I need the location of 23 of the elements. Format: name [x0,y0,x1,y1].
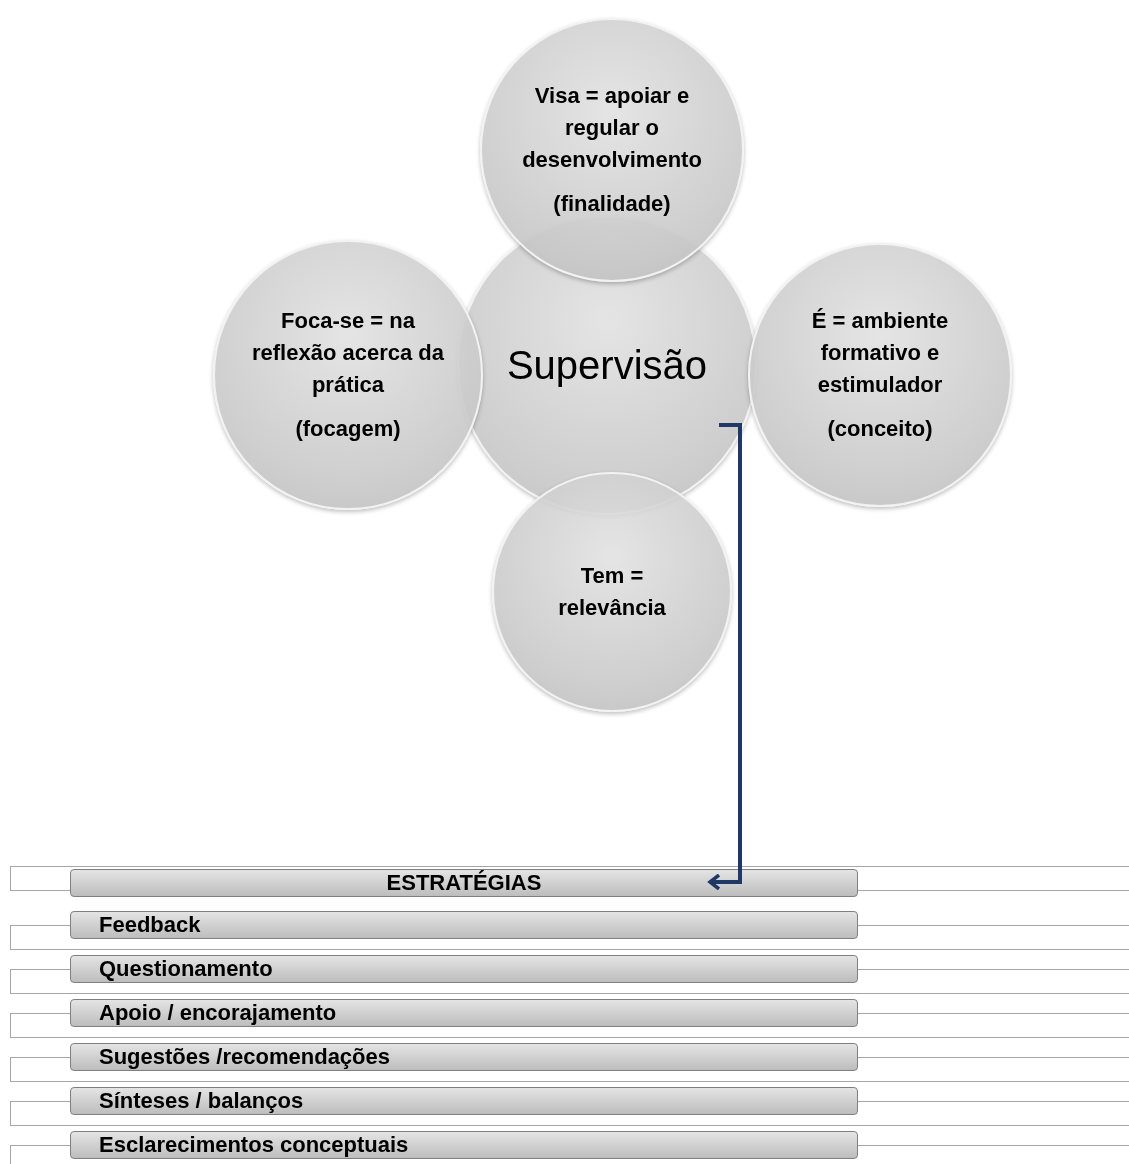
strategy-label: Questionamento [99,958,273,980]
strategies-heading: ESTRATÉGIAS [386,872,542,894]
strategy-label: Sínteses / balanços [99,1090,304,1112]
strategy-bar [70,999,858,1027]
circle-label: (conceito) [826,415,934,443]
connector-arrow [708,423,742,891]
circle-label: É = ambiente formativo e estimulador [810,307,950,399]
strategy-bar [70,1087,858,1115]
strategy-label: Feedback [99,914,201,936]
strategy-bar [70,955,858,983]
circle-label: Foca-se = na reflexão acerca da prática [251,307,445,399]
circle-label: Visa = apoiar e regular o desenvolvimento [521,82,703,174]
strategy-label: Esclarecimentos conceptuais [99,1134,409,1156]
circle-label: (finalidade) [552,190,672,218]
circle-label: Tem = relevância [557,562,667,622]
strategy-bar [70,1043,858,1071]
strategy-bar [70,869,858,897]
strategy-label: Apoio / encorajamento [99,1002,337,1024]
strategy-bar [70,1131,858,1159]
strategy-bar [70,911,858,939]
center-label: Supervisão [505,342,709,389]
strategy-label: Sugestões /recomendações [99,1046,390,1068]
circle-label: (focagem) [294,415,402,443]
